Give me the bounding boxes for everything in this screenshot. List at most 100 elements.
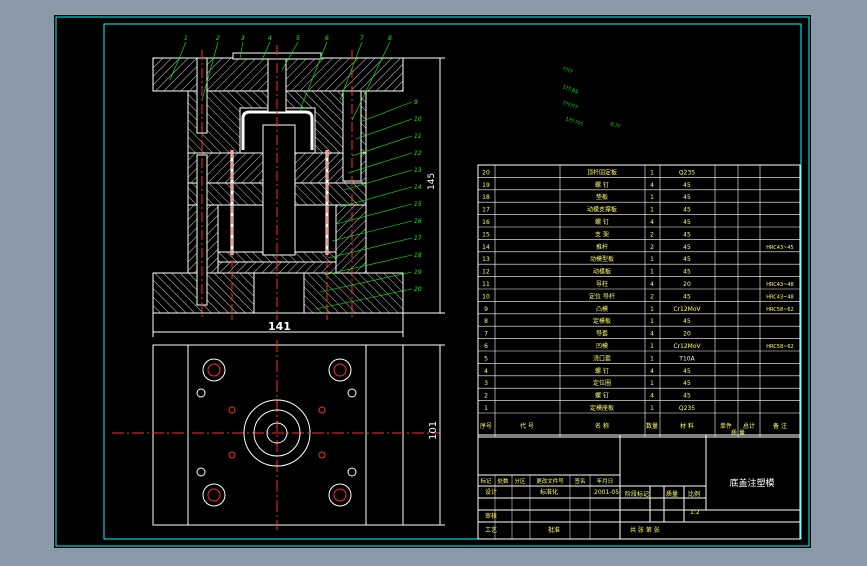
guide-hole-outer-1 (328, 358, 352, 382)
guide-hole-outer-3 (328, 483, 352, 507)
leader-label-9: 9 (414, 99, 418, 106)
note-line-2: 1??:85 (561, 84, 579, 95)
bom-qty-1: 1 (650, 405, 654, 412)
bom-name-2: 螺 钉 (595, 392, 609, 400)
bom-mat-6: Cr12MoV (673, 343, 701, 350)
tb-row-label-5: 年月日 (597, 477, 614, 485)
bom-header-2: 名 称 (595, 422, 609, 430)
tb-row-label-2: 分区 (514, 477, 526, 485)
title-block-outline (477, 434, 801, 540)
bom-name-7: 导套 (596, 330, 608, 338)
bom-name-6: 凹模 (596, 342, 608, 350)
bom-std-6: HRC58~62 (766, 344, 793, 350)
outer-border (55, 16, 810, 547)
bom-no-6: 6 (484, 343, 488, 350)
bom-name-18: 垫板 (596, 193, 608, 201)
bom-mat-16: 45 (683, 219, 691, 226)
leader-line-3 (239, 41, 244, 59)
bom-no-7: 7 (484, 331, 488, 338)
leader-line-16 (331, 220, 413, 242)
bom-no-15: 15 (482, 231, 490, 238)
bom-no-8: 8 (484, 318, 488, 325)
bom-name-1: 定模座板 (590, 404, 614, 412)
leader-line-9 (359, 101, 413, 123)
bom-mat-9: Cr12MoV (673, 306, 701, 313)
bom-name-4: 螺 钉 (595, 367, 609, 375)
leader-label-13: 13 (414, 167, 422, 174)
bom-qty-8: 1 (650, 318, 654, 325)
tb-std: 标准化 (540, 488, 558, 496)
guide-hole-inner-3 (333, 488, 347, 502)
plan-sprue-outer (243, 399, 311, 467)
bom-qty-19: 4 (650, 182, 654, 189)
bom-name-16: 螺 钉 (595, 218, 609, 226)
leader-label-7: 7 (360, 35, 364, 42)
leader-label-5: 5 (296, 35, 300, 42)
bom-qty-15: 2 (650, 231, 654, 238)
bom-qty-10: 2 (650, 293, 654, 300)
bom-header-6: 总计 (743, 422, 755, 430)
bom-qty-5: 1 (650, 355, 654, 362)
bom-name-5: 浇口套 (593, 354, 611, 362)
bom-mat-4: 45 (683, 368, 691, 375)
tb-row-label-4: 签名 (574, 477, 585, 485)
tb-grid (494, 475, 591, 539)
guide-hole-outer-0 (202, 358, 226, 382)
tb-labels: 标记处数分区更改文件号签名年月日 (480, 477, 613, 485)
bom-name-20: 顶杆固定板 (587, 168, 617, 176)
bom-no-18: 18 (482, 194, 490, 201)
bom-no-3: 3 (484, 380, 488, 387)
inner-frame (103, 23, 802, 540)
screw-hole-3 (347, 467, 357, 477)
bom-mat-19: 45 (683, 182, 691, 189)
bom-no-14: 14 (482, 244, 490, 251)
bom-std-10: HRC43~48 (766, 294, 793, 300)
leader-label-18: 18 (414, 252, 422, 259)
leader-line-6 (299, 41, 328, 111)
leader-label-15: 15 (414, 201, 422, 208)
bom-no-20: 20 (482, 169, 490, 176)
leader-label-19: 19 (414, 269, 422, 276)
bom-mat-7: 20 (683, 331, 691, 338)
bom-mat-3: 45 (683, 380, 691, 387)
leader-label-8: 8 (388, 35, 392, 42)
bom-std-11: HRC43~48 (766, 282, 793, 288)
bom-header-1: 代 号 (520, 422, 534, 430)
note-line-5: 0.?? (609, 121, 621, 130)
bom-qty-17: 1 (650, 207, 654, 214)
leader-line-8 (351, 41, 391, 121)
bom-mat-11: 20 (683, 281, 691, 288)
bom-name-17: 动模支撑板 (587, 206, 617, 214)
guide-hole-inner-2 (207, 488, 221, 502)
height-dim-text: 145 (427, 173, 437, 190)
bom-header-3: 数量 (646, 422, 658, 430)
bom-no-11: 11 (482, 281, 490, 288)
bom-name-12: 动模板 (593, 268, 611, 276)
screw-hole-1 (347, 388, 357, 398)
bom-no-4: 4 (484, 368, 488, 375)
leader-label-11: 11 (414, 133, 422, 140)
width-dim-text: 141 (268, 320, 291, 333)
bom-qty-7: 4 (650, 331, 654, 338)
bom-qty-18: 1 (650, 194, 654, 201)
bom-mat-20: Q235 (679, 169, 695, 176)
leader-label-3: 3 (241, 35, 245, 42)
bom-qty-11: 4 (650, 281, 654, 288)
bom-no-10: 10 (482, 293, 490, 300)
leader-label-17: 17 (414, 235, 422, 242)
leader-label-10: 10 (414, 116, 422, 123)
leader-label-4: 4 (268, 35, 272, 42)
bom-header-0: 序号 (480, 422, 492, 430)
bom-name-8: 定模板 (593, 317, 611, 325)
note-line-3: ?????? (561, 100, 578, 111)
tb-row-label-3: 更改文件号 (536, 477, 564, 485)
bom-qty-20: 1 (650, 169, 654, 176)
bom-std-9: HRC58~62 (766, 307, 793, 313)
bom-mat-2: 45 (683, 393, 691, 400)
pin-hole-3 (318, 451, 326, 459)
tb-process: 工艺 (485, 526, 497, 534)
bom-mat-12: 45 (683, 269, 691, 276)
bom-qty-9: 1 (650, 306, 654, 313)
bom-mat-1: Q235 (679, 405, 695, 412)
